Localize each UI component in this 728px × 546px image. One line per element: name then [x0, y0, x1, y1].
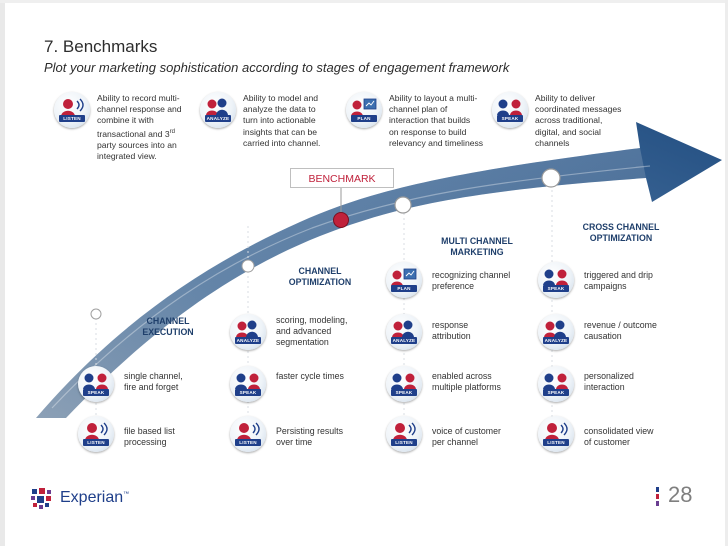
experian-logo: Experian™: [30, 487, 170, 511]
arrow-body: [36, 122, 722, 418]
analyze-icon: ANALYZE: [538, 314, 574, 350]
listen-icon: LISTEN: [78, 416, 114, 452]
marker-benchmark: [333, 212, 349, 228]
stage1-item-1: single channel,fire and forget: [124, 371, 183, 392]
speak-icon: SPEAK: [78, 366, 114, 402]
page-number-bar-2: [656, 494, 659, 499]
page-number: 28: [668, 482, 693, 507]
speak-icon: SPEAK: [386, 366, 422, 402]
arrow-shade: [36, 148, 646, 418]
page-number-bar-1: [656, 487, 659, 492]
marker-stage-2: [241, 259, 255, 273]
analyze-tag: ANALYZE: [205, 115, 231, 122]
listen-icon: LISTEN: [230, 416, 266, 452]
frame-top: [0, 0, 728, 3]
listen-icon: LISTEN: [538, 416, 574, 452]
desc-plan: Ability to layout a multi- channel plan …: [389, 93, 484, 148]
desc-speak: Ability to deliver coordinated messages …: [535, 93, 622, 148]
speak-icon: SPEAK: [538, 262, 574, 298]
plan-tag: PLAN: [351, 115, 377, 122]
analyze-icon: ANALYZE: [230, 314, 266, 350]
analyze-icon: ANALYZE: [386, 314, 422, 350]
plan-icon: PLAN: [346, 92, 382, 128]
experian-wordmark: Experian™: [60, 489, 130, 506]
speak-icon: SPEAK: [538, 366, 574, 402]
stage2-item-2: faster cycle times: [276, 371, 344, 381]
desc-listen: Ability to record multi- channel respons…: [97, 93, 182, 161]
page-number-bar-3: [656, 501, 659, 506]
benchmark-label: BENCHMARK: [290, 168, 394, 188]
speak-icon: SPEAK: [230, 366, 266, 402]
analyze-icon: ANALYZE: [200, 92, 236, 128]
speak-icon: SPEAK: [492, 92, 528, 128]
marker-stage-1: [90, 308, 102, 320]
marker-stage-4: [541, 168, 561, 188]
experian-logo-mark: [31, 488, 51, 509]
frame-right: [725, 0, 728, 546]
listen-icon: LISTEN: [386, 416, 422, 452]
slide-subtitle: Plot your marketing sophistication accor…: [44, 60, 510, 75]
stage-markers: [90, 168, 561, 320]
plan-icon: PLAN: [386, 262, 422, 298]
arrow-highlight: [51, 165, 651, 409]
speak-tag: SPEAK: [497, 115, 523, 122]
listen-icon: LISTEN: [54, 92, 90, 128]
slide-title: 7. Benchmarks: [44, 37, 158, 56]
frame-left: [0, 0, 5, 546]
desc-analyze: Ability to model and analyze the data to…: [243, 93, 321, 148]
marker-stage-3: [394, 196, 412, 214]
listen-tag: LISTEN: [59, 115, 85, 122]
